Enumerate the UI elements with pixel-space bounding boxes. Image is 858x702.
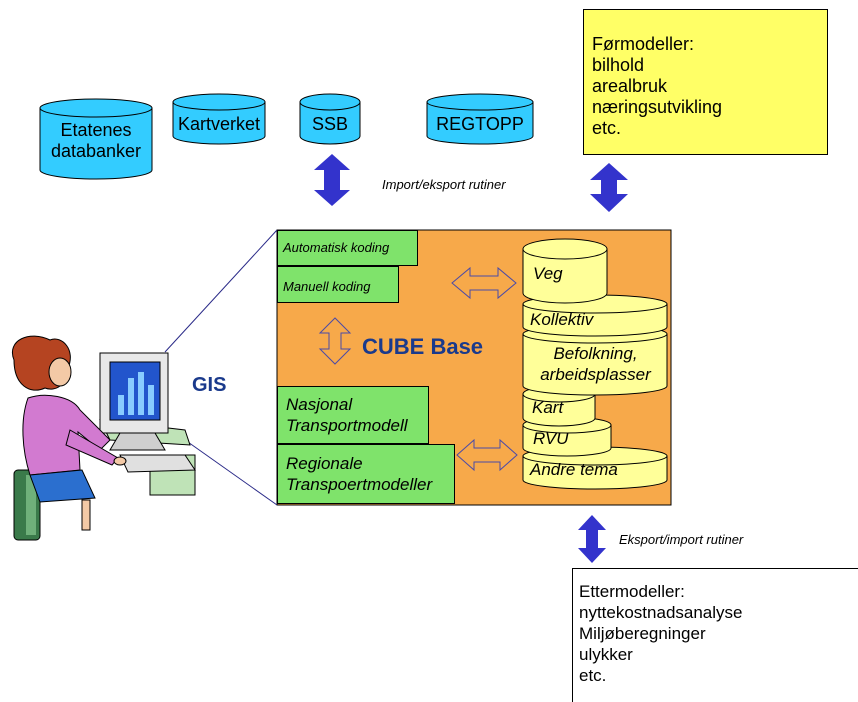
stack-befolkning-label: Befolkning, arbeidsplasser xyxy=(524,343,667,385)
person-at-computer-illustration xyxy=(11,335,196,541)
ettermodeller-line-3: Miljøberegninger xyxy=(579,624,706,643)
regionale-line2: Transpoertmodeller xyxy=(286,475,433,494)
stack-kart-label: Kart xyxy=(532,398,564,417)
nasjonal-line2: Transportmodell xyxy=(286,416,408,435)
export-import-label: Eksport/import rutiner xyxy=(619,532,744,547)
manuell-koding-box: Manuell koding xyxy=(277,266,399,303)
import-export-label: Import/eksport rutiner xyxy=(382,177,506,192)
stack-kollektiv-label: Kollektiv xyxy=(530,310,594,329)
horizontal-outline-arrow-bottom xyxy=(456,438,518,472)
stack-andre-tema-label: Andre tema xyxy=(530,460,618,479)
regionale-transportmodeller-box: Regionale Transpoertmodeller xyxy=(277,444,455,504)
cylinder-veg xyxy=(522,238,608,304)
database-ssb-shape xyxy=(299,93,361,145)
perspective-line-top xyxy=(164,229,278,353)
formodeller-line-4: næringsutvikling xyxy=(592,97,723,117)
database-etatenes-line2: databanker xyxy=(50,141,142,161)
gis-label: GIS xyxy=(192,374,227,396)
database-etatenes-shape xyxy=(39,98,153,180)
database-kartverket-label: Kartverket xyxy=(177,114,261,134)
formodeller-box: Førmodeller: bilhold arealbruk næringsut… xyxy=(583,9,828,155)
ettermodeller-line-5: etc. xyxy=(579,666,607,685)
nasjonal-line1: Nasjonal xyxy=(286,395,353,414)
formodeller-line-3: arealbruk xyxy=(592,76,668,96)
cube-base-title: CUBE Base xyxy=(362,334,484,359)
export-import-arrow xyxy=(578,515,606,563)
cylinder-kollektiv xyxy=(522,294,668,337)
automatisk-koding-box: Automatisk koding xyxy=(277,230,418,266)
perspective-line-bottom xyxy=(177,434,278,506)
formodeller-arrow xyxy=(590,163,628,212)
database-ssb-label: SSB xyxy=(311,114,349,134)
nasjonal-transportmodell-box: Nasjonal Transportmodell xyxy=(277,386,429,444)
database-kartverket-shape xyxy=(172,93,266,145)
formodeller-line-1: Førmodeller: xyxy=(592,34,695,54)
horizontal-outline-arrow-top xyxy=(451,266,517,300)
database-regtopp-label: REGTOPP xyxy=(436,114,524,134)
stack-rvu-label: RVU xyxy=(533,429,569,448)
ettermodeller-line-1: Ettermodeller: xyxy=(579,582,685,601)
database-etatenes-label: Etatenes databanker xyxy=(40,120,152,162)
ettermodeller-box: Ettermodeller: nyttekostnadsanalyse Milj… xyxy=(572,568,858,702)
stack-befolkning-line2: arbeidsplasser xyxy=(540,365,651,384)
vertical-outline-arrow xyxy=(318,317,352,365)
stack-veg-label: Veg xyxy=(533,264,563,283)
import-export-arrow xyxy=(314,154,350,206)
ettermodeller-line-4: ulykker xyxy=(579,645,633,664)
formodeller-line-5: etc. xyxy=(592,118,622,138)
formodeller-line-2: bilhold xyxy=(592,55,645,75)
database-etatenes-line1: Etatenes xyxy=(60,120,132,140)
ettermodeller-line-2: nyttekostnadsanalyse xyxy=(579,603,743,622)
regionale-line1: Regionale xyxy=(286,454,363,473)
stack-befolkning-line1: Befolkning, xyxy=(553,344,638,363)
database-regtopp-shape xyxy=(426,93,534,145)
